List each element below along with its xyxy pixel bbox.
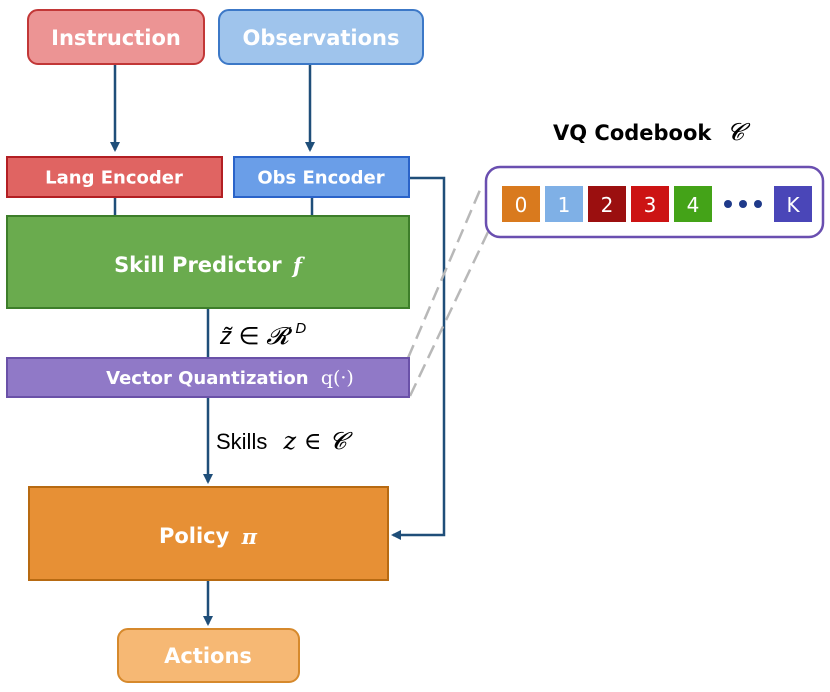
ellipsis-dot [754, 200, 762, 208]
svg-text:Policy π: Policy π [159, 524, 258, 549]
codebook-title-symbol: 𝓒 [727, 118, 751, 146]
codebook-ellipsis [724, 200, 762, 208]
codebook-cell-box [774, 186, 812, 222]
dashed-codebook-lower [408, 231, 490, 397]
codebook-code-0: 0 [502, 186, 540, 222]
policy-label: Policy [159, 524, 230, 548]
policy-symbol: π [241, 524, 258, 549]
actions-node: Actions [117, 628, 300, 683]
observations-node: Observations [218, 9, 424, 65]
obs-encoder-label: Obs Encoder [257, 168, 384, 189]
codebook-cell-label: 3 [644, 193, 657, 217]
codebook-cell-box [502, 186, 540, 222]
codebook-cell-box [588, 186, 626, 222]
z-tilde-expression: z̃ ∈ 𝓡 [219, 323, 293, 350]
codebook-cell-label: 4 [687, 193, 700, 217]
codebook-code-k: K [774, 186, 812, 222]
codebook-cell-box [631, 186, 669, 222]
codebook-panel: 0 1 2 3 4 K [484, 165, 825, 239]
skills-math: z ∈ 𝓒 [282, 427, 353, 455]
obs-encoder-node: Obs Encoder [233, 156, 410, 198]
lang-encoder-label: Lang Encoder [45, 168, 183, 189]
codebook-code-3: 3 [631, 186, 669, 222]
connections [110, 65, 490, 626]
policy-node: Policy π [28, 486, 389, 581]
codebook-cell-label: 2 [601, 193, 614, 217]
codebook-cell-label: K [786, 193, 800, 217]
skills-label: Skills z ∈ 𝓒 [216, 427, 353, 455]
dashed-codebook-upper [406, 189, 482, 359]
codebook-cells: 0 1 2 3 4 K [502, 186, 812, 222]
actions-label: Actions [164, 644, 252, 668]
skill-predictor-label: Skill Predictor [114, 253, 282, 277]
codebook-title: VQ Codebook 𝓒 [553, 118, 751, 146]
skills-word: Skills [216, 429, 267, 454]
codebook-cell-label: 0 [515, 193, 528, 217]
ellipsis-dot [724, 200, 732, 208]
instruction-label: Instruction [51, 26, 181, 50]
skill-predictor-node: Skill Predictor f [6, 215, 410, 309]
arrow-obs-to-policy [391, 176, 446, 540]
svg-text:Skill Predictor f: Skill Predictor f [114, 253, 306, 278]
codebook-cell-box [545, 186, 583, 222]
z-tilde-superscript: D [295, 320, 306, 337]
codebook-code-4: 4 [674, 186, 712, 222]
ellipsis-dot [739, 200, 747, 208]
observations-label: Observations [243, 26, 400, 50]
codebook-cell-box [674, 186, 712, 222]
instruction-node: Instruction [27, 9, 205, 65]
codebook-code-2: 2 [588, 186, 626, 222]
svg-text:Vector Quantization q(·): Vector Quantization q(·) [106, 367, 354, 389]
vector-quantization-symbol: q(·) [321, 367, 354, 389]
lang-encoder-node: Lang Encoder [6, 156, 223, 198]
z-tilde-label: z̃ ∈ 𝓡 D [219, 320, 306, 350]
codebook-code-1: 1 [545, 186, 583, 222]
vector-quantization-label: Vector Quantization [106, 368, 308, 389]
codebook-cell-label: 1 [558, 193, 571, 217]
vector-quantization-node: Vector Quantization q(·) [6, 357, 410, 398]
codebook-title-text: VQ Codebook [553, 121, 712, 145]
